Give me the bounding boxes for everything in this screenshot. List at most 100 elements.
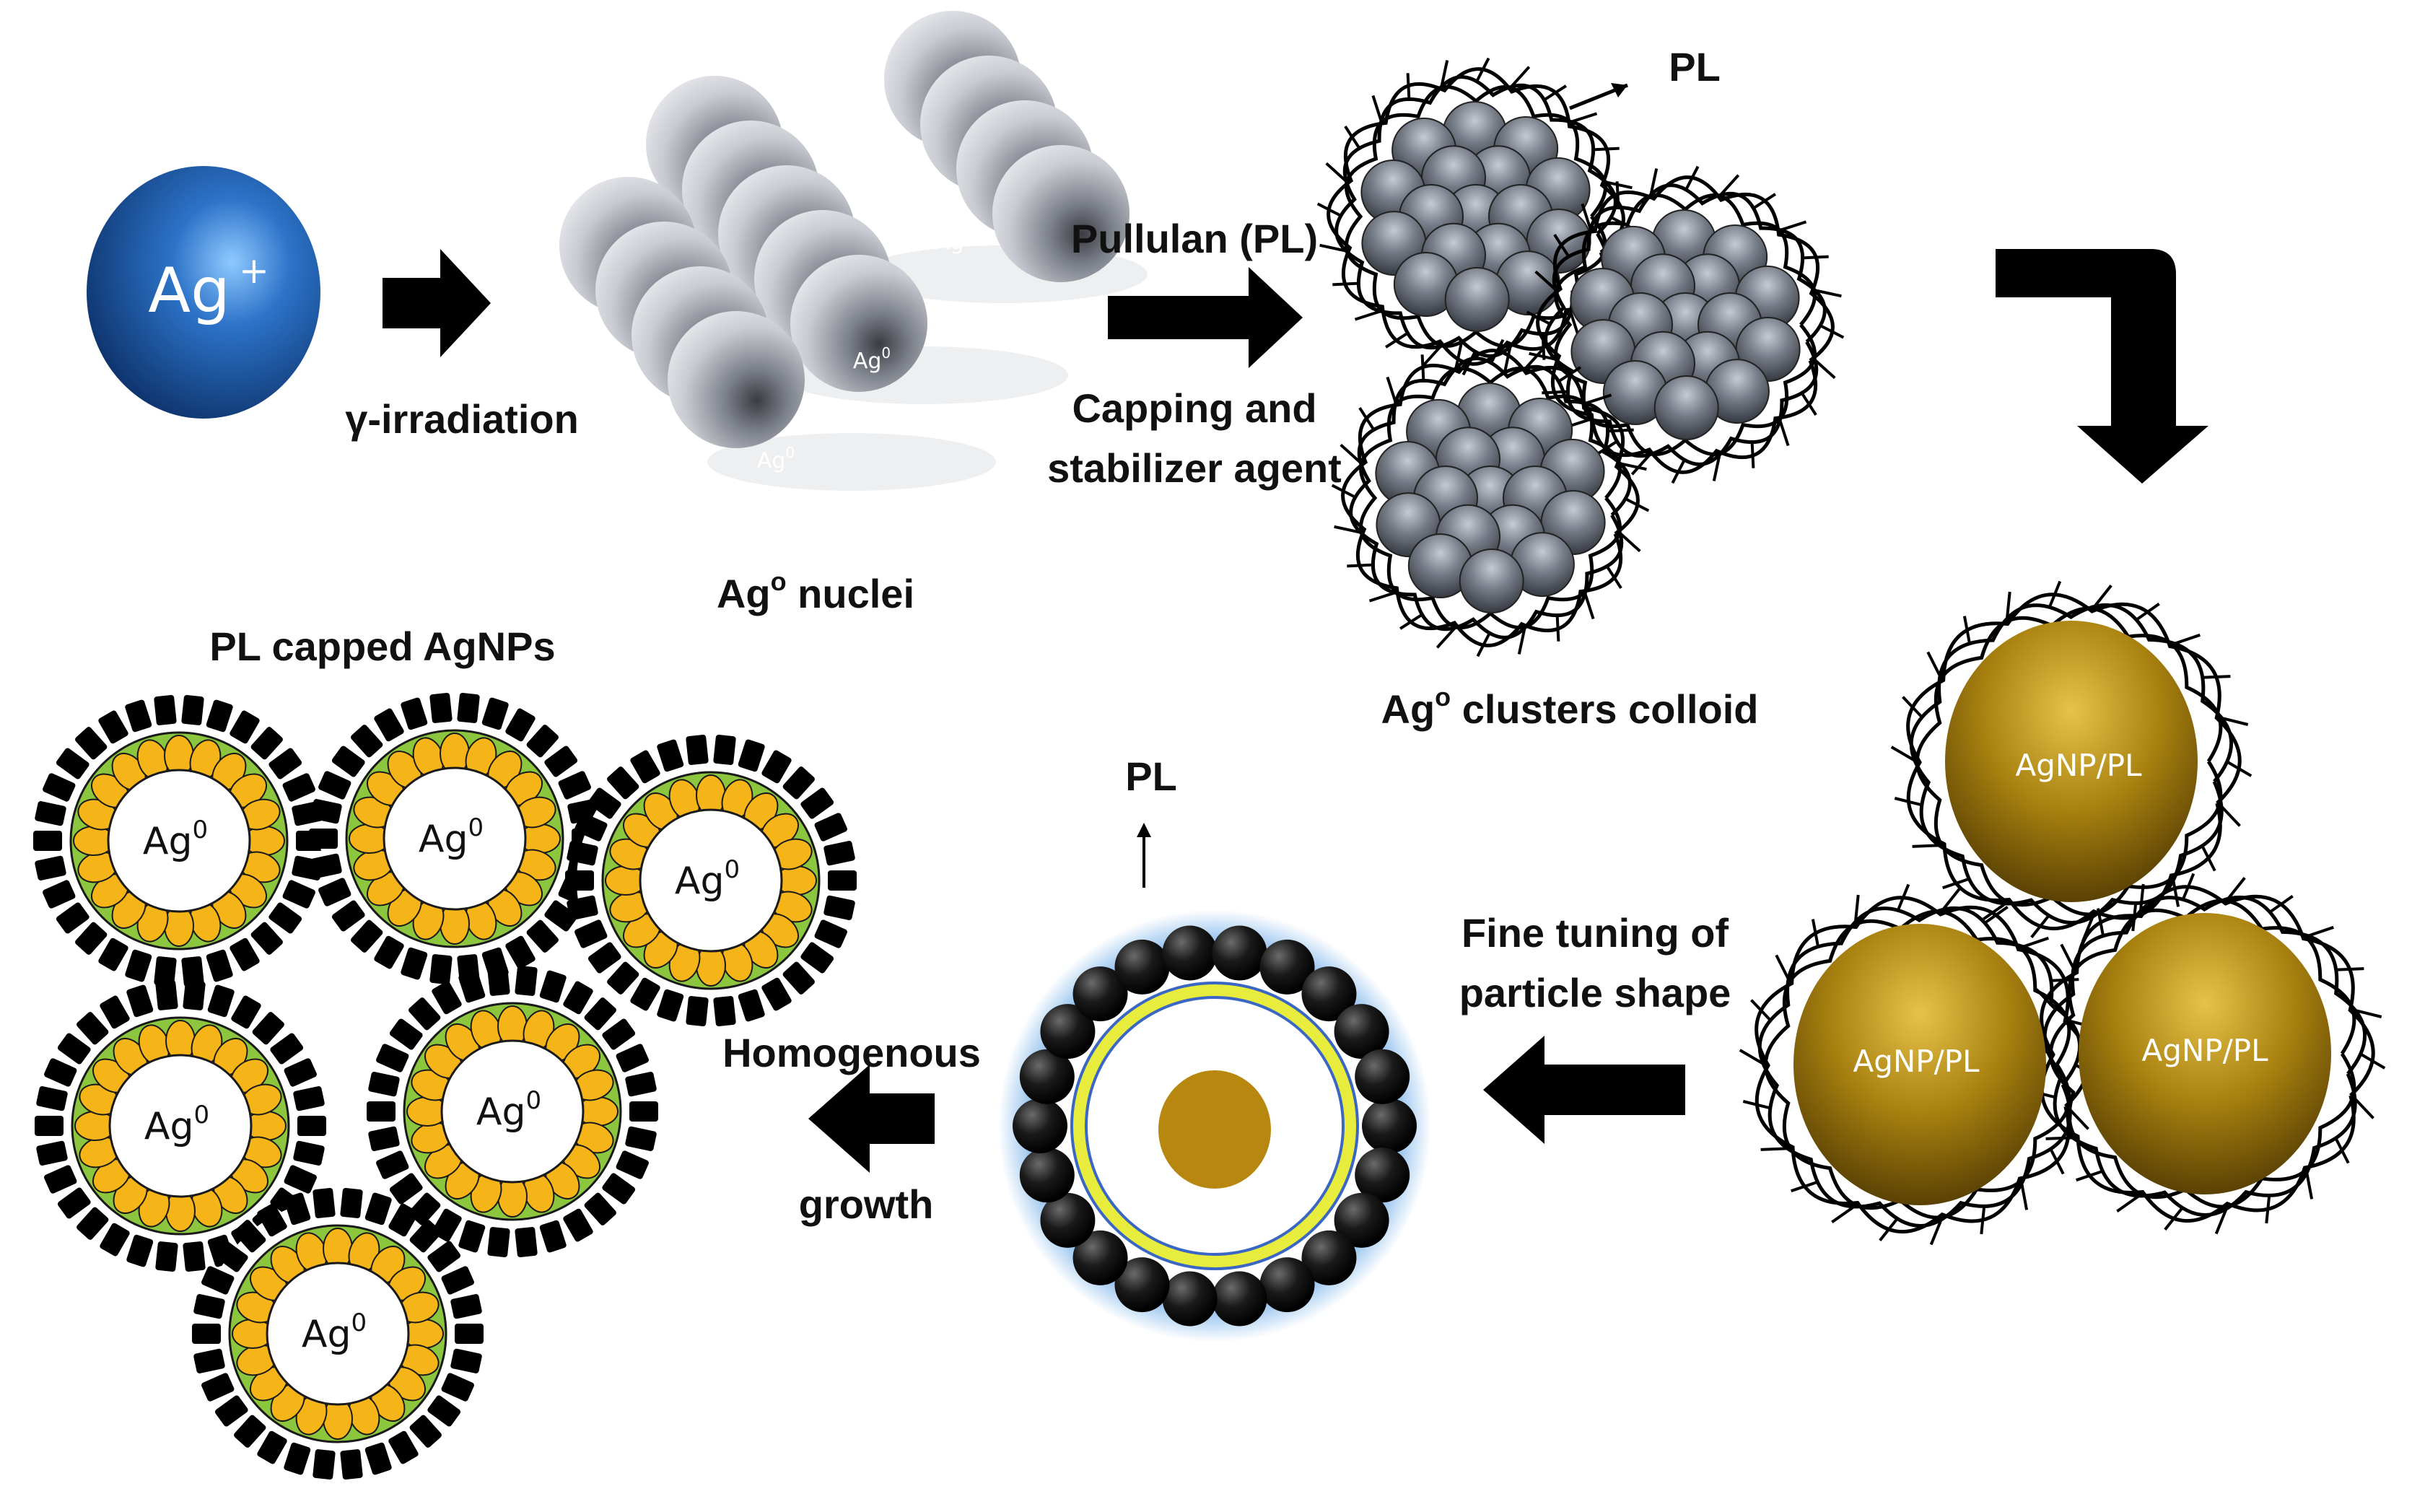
core-white (383, 766, 527, 911)
pl-brick (761, 977, 792, 1011)
pl-brick (257, 1203, 287, 1237)
agnp-sphere (1945, 621, 2198, 902)
pl-brick (823, 841, 855, 866)
pl-brick (282, 880, 315, 909)
pl-brick (567, 895, 598, 920)
cluster-upper-left (1316, 57, 1635, 376)
gamma-irradiation-label: γ-irradiation (345, 396, 579, 442)
cluster-sphere (1653, 375, 1719, 440)
pl-bead (1212, 925, 1267, 981)
pl-brick (376, 1150, 409, 1179)
pl-brick (257, 1430, 287, 1464)
pl-brick (567, 841, 598, 866)
pl-brick (409, 1415, 442, 1448)
pl-brick (800, 787, 834, 819)
pl-bead (1013, 1098, 1067, 1153)
cluster-sphere (1444, 266, 1510, 332)
pl-bead (1114, 1257, 1170, 1313)
pl-brick (625, 1126, 657, 1151)
pl-brick (35, 1116, 64, 1136)
pl-brick (814, 919, 847, 948)
nucleus-sphere (790, 255, 927, 392)
agnp-label-right: AgNP/PL (2141, 1033, 2268, 1068)
core-white (107, 769, 251, 913)
capping-label-line2: stabilizer agent (1047, 445, 1342, 491)
nucleus-sphere (992, 145, 1129, 282)
pl-brick (309, 829, 338, 849)
pl-brick (364, 1192, 392, 1225)
pl-brick (201, 1266, 235, 1295)
pl-brick (823, 895, 855, 920)
pl-brick (686, 735, 709, 765)
pl-brick (206, 699, 233, 733)
pl-bead (1355, 1148, 1410, 1203)
cluster-sphere (1459, 548, 1524, 613)
pl-brick (574, 813, 608, 842)
pl-brick (539, 970, 567, 1003)
pl-bead (1019, 1049, 1075, 1104)
pl-brick (231, 995, 261, 1029)
pl-brick (100, 1223, 130, 1257)
pl-brick (206, 949, 233, 982)
pl-brick (75, 727, 108, 760)
pl-bead (1259, 939, 1315, 995)
pl-brick (450, 1348, 482, 1373)
pl-brick (207, 984, 235, 1018)
pl-brick (629, 1101, 658, 1122)
pl-brick (44, 1165, 77, 1194)
pl-brick (57, 1033, 91, 1065)
pl-brick (367, 1101, 396, 1122)
agnp-pl-particles (1739, 580, 2386, 1246)
pl-brick (713, 735, 736, 765)
pl-brick (193, 1348, 225, 1373)
pl-bead (1362, 1098, 1417, 1153)
fine-tuning-label-line1: Fine tuning of (1461, 910, 1729, 956)
pl-brick (340, 1188, 363, 1218)
cluster-lower (1331, 338, 1650, 657)
pl-brick (313, 1188, 336, 1218)
pl-brick (35, 855, 66, 880)
pl-brick (33, 831, 62, 851)
pl-bead (1072, 966, 1128, 1022)
pl-bead (1259, 1257, 1315, 1313)
pl-capped-agnps-title: PL capped AgNPs (209, 624, 555, 669)
pl-strands (1331, 338, 1650, 657)
pl-brick (376, 1044, 409, 1072)
pl-bead (1040, 1192, 1096, 1248)
pl-brick (389, 1173, 423, 1205)
capped-agnp-3: Ag0 (565, 735, 857, 1026)
pl-brick (761, 750, 792, 784)
agnp-sphere (1793, 924, 2046, 1205)
pl-brick (388, 1430, 419, 1464)
pl-brick (331, 746, 365, 777)
pl-brick (284, 1165, 317, 1194)
pl-brick (686, 996, 709, 1026)
pl-brick (250, 922, 283, 955)
pl-brick (713, 996, 736, 1026)
pl-strands (1526, 165, 1845, 484)
fine-tuning-label-line2: particle shape (1459, 970, 1731, 1015)
arrow-homogenous-growth (808, 1065, 935, 1173)
arrow-irradiation (383, 249, 491, 357)
ag-core-label: Ag0 (675, 855, 740, 903)
pl-brick (268, 748, 302, 779)
pl-brick (616, 1044, 649, 1072)
pl-brick (293, 1086, 325, 1111)
pl-brick (154, 956, 177, 987)
pl-brick (35, 801, 66, 826)
capped-agnp-5: Ag0 (367, 966, 658, 1257)
pl-brick (584, 997, 616, 1031)
pl-brick (458, 970, 486, 1003)
pl-brick (738, 989, 765, 1022)
cluster-right (1526, 165, 1845, 484)
pl-brick (429, 954, 453, 984)
pl-brick (657, 989, 684, 1022)
pl-brick (544, 900, 578, 932)
pl-brick (374, 935, 404, 969)
pl-brick (427, 1395, 461, 1427)
pl-strands (1739, 883, 2101, 1246)
agnp-left (1739, 883, 2101, 1246)
pl-brick (450, 1294, 482, 1319)
agnp-label-top: AgNP/PL (2015, 748, 2142, 783)
core-white (639, 808, 783, 953)
